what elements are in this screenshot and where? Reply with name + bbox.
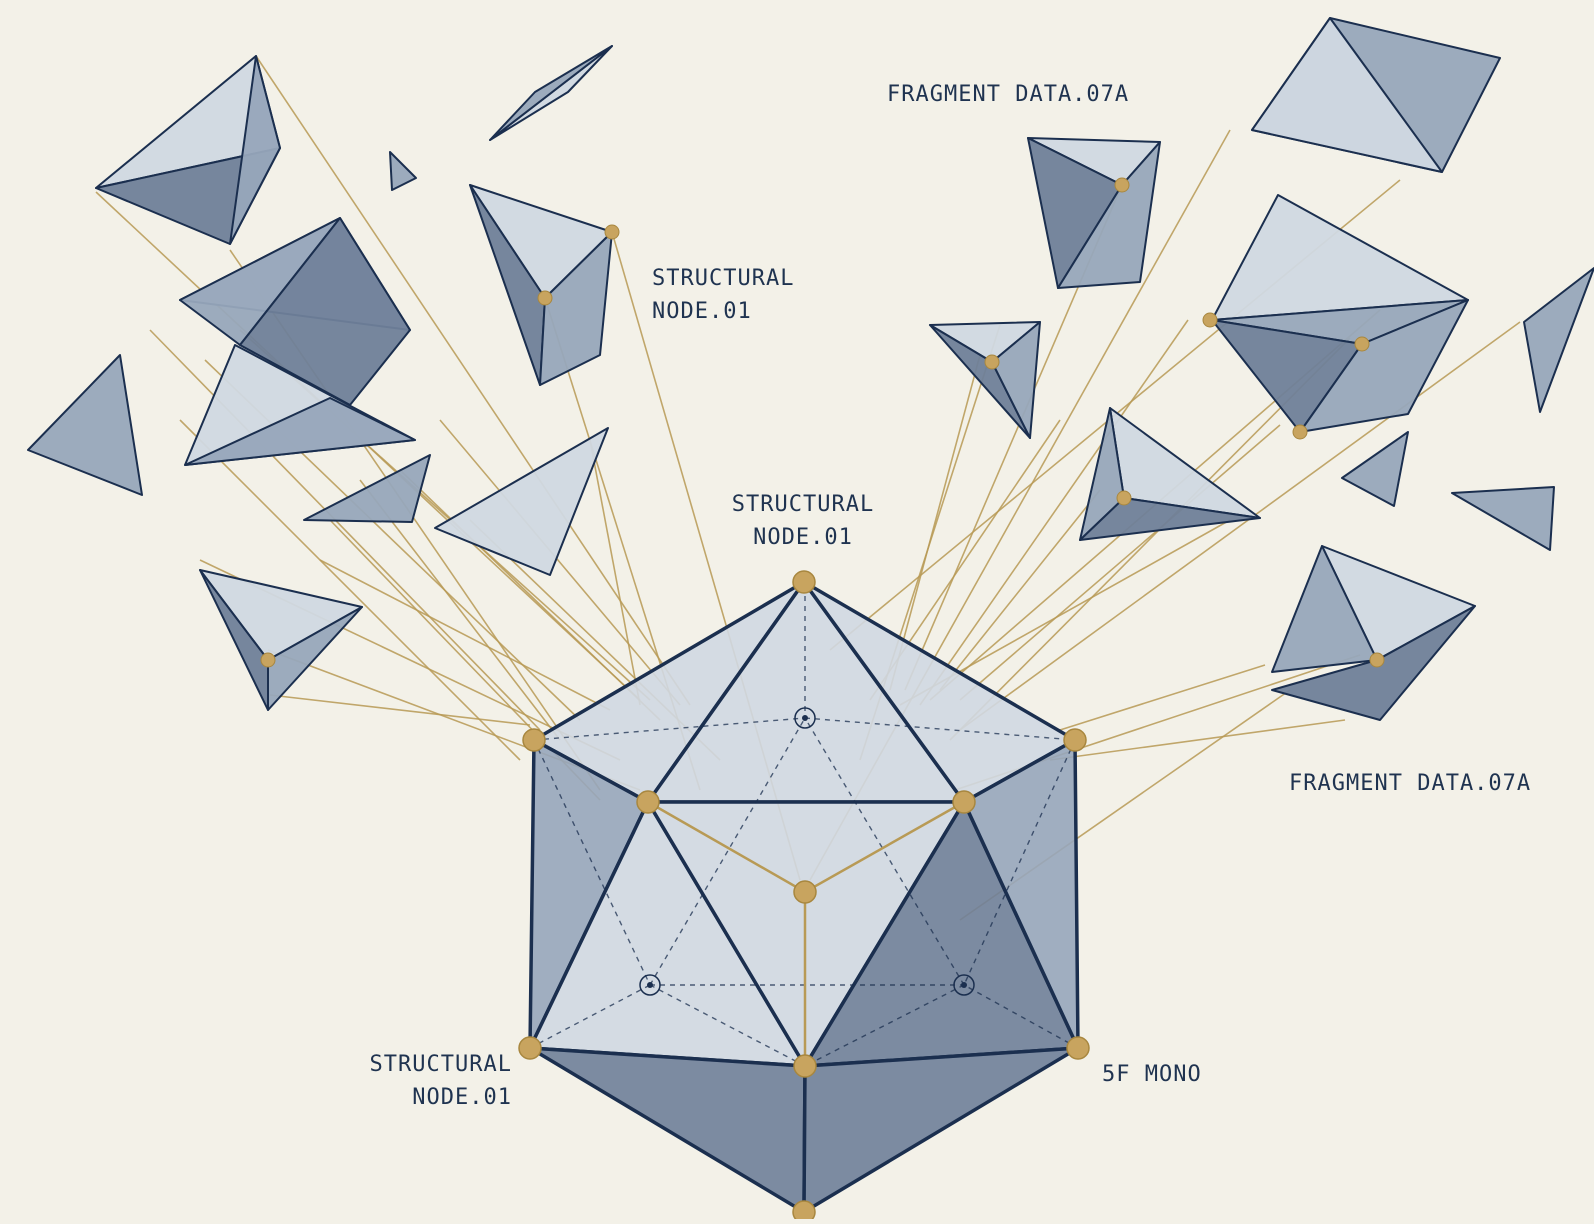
structural-node	[1064, 729, 1086, 751]
node-label-line-2: NODE.01	[652, 295, 794, 328]
icosahedron-face	[804, 1048, 1078, 1212]
fragment-node	[1203, 313, 1217, 327]
fragment-node	[1370, 653, 1384, 667]
fragment-shard	[470, 185, 612, 385]
node-label-line-2: NODE.01	[322, 1081, 512, 1114]
fragment-shard	[1452, 487, 1554, 550]
fragment-label-right-text: FRAGMENT DATA.07A	[1289, 767, 1531, 800]
fragment-node	[1293, 425, 1307, 439]
fragment-shard	[1272, 546, 1475, 720]
structural-node	[794, 1055, 816, 1077]
hidden-node-dot	[802, 715, 808, 721]
shard-face	[1212, 195, 1468, 320]
connector-line	[320, 560, 610, 710]
connector-line	[940, 490, 1100, 690]
fragment-label-top: FRAGMENT DATA.07A	[887, 78, 1129, 111]
shard-face	[1452, 487, 1554, 550]
structural-node	[1067, 1037, 1089, 1059]
hidden-node-dot	[647, 982, 653, 988]
structural-node	[953, 791, 975, 813]
shard-face	[435, 428, 608, 575]
connector-line	[590, 440, 640, 705]
fragment-label-right: FRAGMENT DATA.07A	[1289, 767, 1531, 800]
fragment-shard	[1028, 138, 1160, 288]
fragment-node	[1355, 337, 1369, 351]
fragment-node	[605, 225, 619, 239]
fragment-shard	[304, 455, 430, 522]
fragment-node	[261, 653, 275, 667]
shard-face	[28, 355, 142, 495]
fragment-shard	[1080, 408, 1260, 540]
shard-face	[390, 152, 416, 190]
mono-label-text: 5F MONO	[1102, 1058, 1202, 1091]
structural-node-label-upper: STRUCTURAL NODE.01	[652, 262, 794, 328]
fragment-shard	[1524, 268, 1594, 412]
node-label-line-1: STRUCTURAL	[322, 1048, 512, 1081]
structural-node	[519, 1037, 541, 1059]
node-label-line-1: STRUCTURAL	[713, 488, 893, 521]
structural-node-label-apex: STRUCTURAL NODE.01	[713, 488, 893, 554]
structural-node	[794, 881, 816, 903]
fragment-node	[1115, 178, 1129, 192]
structural-node	[793, 1201, 815, 1219]
fragment-node	[538, 291, 552, 305]
fragment-shard	[435, 428, 608, 575]
structural-node	[637, 791, 659, 813]
fragment-shard	[930, 322, 1040, 438]
fragment-shard	[1212, 195, 1468, 432]
fragment-node	[985, 355, 999, 369]
fragment-label-top-text: FRAGMENT DATA.07A	[887, 78, 1129, 111]
fragment-shard	[96, 56, 280, 244]
shard-face	[1524, 268, 1594, 412]
structural-node	[523, 729, 545, 751]
mono-label: 5F MONO	[1102, 1058, 1202, 1091]
fragment-shard	[1252, 18, 1500, 172]
hidden-node-dot	[961, 982, 967, 988]
fragment-shard	[490, 46, 612, 140]
shard-face	[1342, 432, 1408, 506]
node-label-line-1: STRUCTURAL	[652, 262, 794, 295]
shard-face	[304, 455, 430, 522]
shard-face	[490, 46, 612, 140]
fragment-shard	[28, 355, 142, 495]
fragment-shard	[390, 152, 416, 190]
structural-node-label-lower: STRUCTURAL NODE.01	[322, 1048, 512, 1114]
fragment-shard	[1342, 432, 1408, 506]
structural-node	[793, 571, 815, 593]
fragment-shard	[200, 570, 362, 710]
icosahedron-face	[530, 1048, 805, 1212]
fragment-node	[1117, 491, 1131, 505]
node-label-line-2: NODE.01	[713, 521, 893, 554]
